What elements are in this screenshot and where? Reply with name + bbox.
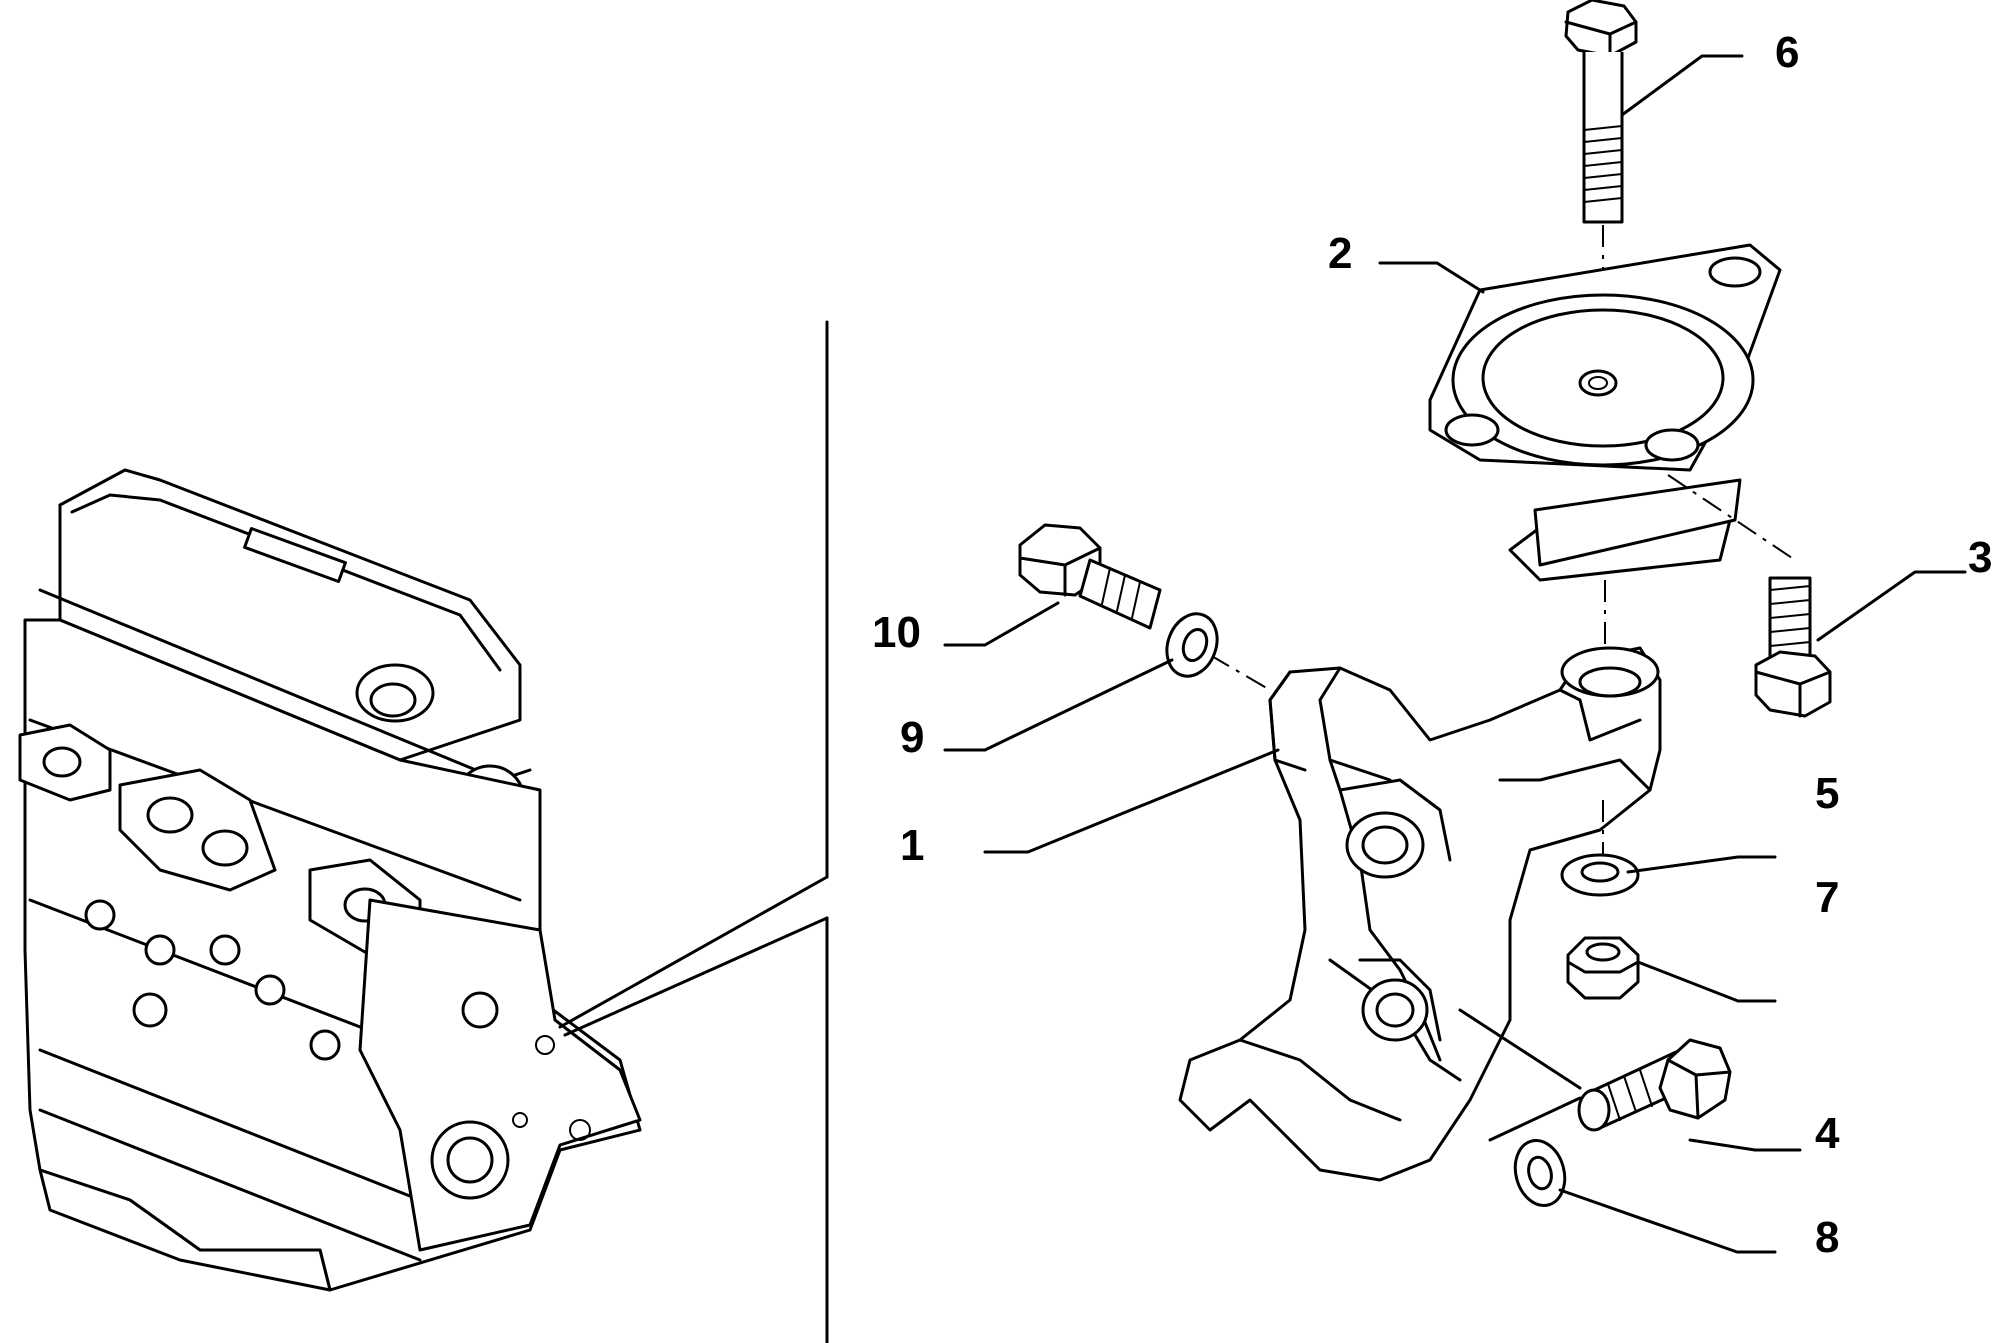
callout-label-8: 8	[1815, 1213, 1839, 1262]
part-3-bolt	[1754, 576, 1832, 718]
part-7-nut	[1566, 936, 1640, 1000]
callout-label-6: 6	[1775, 28, 1799, 77]
part-6-bolt	[1564, 0, 1638, 224]
engine-leader-lines	[558, 320, 829, 1343]
callout-label-4: 4	[1815, 1109, 1840, 1158]
part-9-washer	[1165, 612, 1219, 678]
callout-label-9: 9	[900, 713, 924, 762]
callout-label-10: 10	[872, 608, 921, 657]
callout-label-3: 3	[1968, 533, 1992, 582]
part-8-washer	[1513, 1139, 1567, 1207]
callout-label-1: 1	[900, 821, 924, 870]
callout-label-7: 7	[1815, 873, 1839, 922]
part-1-bracket	[1178, 646, 1662, 1182]
callout-label-2: 2	[1328, 229, 1352, 278]
engine-block-drawing	[18, 468, 642, 1292]
part-2-engine-mount	[1428, 243, 1782, 582]
part-4-bolt	[1577, 1038, 1732, 1132]
part-5-washer	[1560, 853, 1640, 897]
callout-label-5: 5	[1815, 769, 1839, 818]
callout-leaders	[943, 54, 1967, 1254]
part-10-bolt	[1018, 523, 1162, 630]
callout-labels: 1 2 3 4 5 6 7 8 9 10	[872, 28, 1992, 1262]
